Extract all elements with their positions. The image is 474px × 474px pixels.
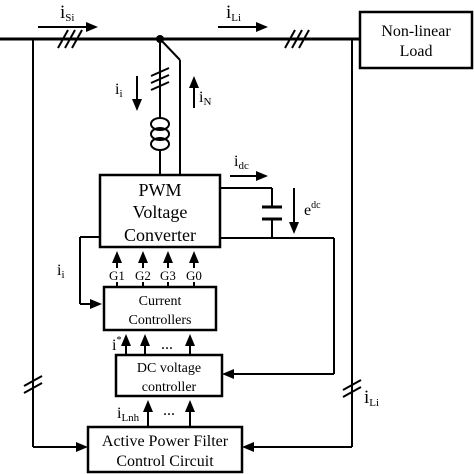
source-sense-hatch bbox=[23, 375, 43, 394]
load-line2: Load bbox=[400, 43, 433, 60]
cc-line2: Controllers bbox=[129, 313, 192, 328]
nonlinear-load-block bbox=[358, 10, 474, 70]
ili-right-label: iLi bbox=[364, 387, 379, 409]
dcvc-line1: DC voltage bbox=[137, 361, 201, 376]
gate-label-bg-1 bbox=[108, 268, 126, 282]
gate-label-g0: G0 bbox=[186, 268, 202, 283]
pwm-converter-block bbox=[98, 173, 222, 249]
apf-line2: Control Circuit bbox=[116, 453, 214, 470]
dc-voltage-controller-block bbox=[114, 353, 224, 398]
neutral-diag bbox=[159, 38, 181, 61]
ilnh-ellipsis: ... bbox=[163, 402, 175, 419]
idc-arrow bbox=[230, 171, 268, 181]
injection-hatch bbox=[150, 67, 170, 91]
load-sense-hatch bbox=[342, 379, 362, 398]
apf-line1: Active Power Filter bbox=[102, 433, 229, 450]
ilnh-label: iLnh bbox=[117, 405, 140, 424]
load-line1: Non-linear bbox=[381, 23, 451, 40]
pwm-line2: Voltage bbox=[133, 202, 188, 222]
gate-label-g3: G3 bbox=[160, 268, 176, 283]
ilnh-arrows bbox=[143, 400, 195, 427]
source-sense-arrowhead bbox=[76, 442, 88, 452]
ii-feedback-arrowhead bbox=[90, 299, 102, 309]
in-label: iN bbox=[199, 89, 211, 108]
gate-arrows bbox=[112, 251, 199, 287]
load-sense-arrowhead bbox=[242, 442, 254, 452]
ii-top-label: ii bbox=[115, 81, 123, 100]
bus-hatch-right bbox=[284, 29, 310, 49]
iref-arrows bbox=[121, 334, 195, 355]
gate-label-bg-4 bbox=[185, 268, 203, 282]
current-controllers-block bbox=[102, 285, 218, 332]
cc-line1: Current bbox=[139, 294, 182, 309]
apf-control-circuit-block bbox=[86, 425, 244, 474]
iref-label: i* bbox=[112, 335, 121, 354]
is-label: iSi bbox=[60, 2, 74, 24]
pwm-line1: PWM bbox=[138, 180, 181, 200]
is-arrow bbox=[38, 22, 98, 32]
il-label: iLi bbox=[226, 2, 241, 24]
gate-label-g2: G2 bbox=[135, 268, 151, 283]
ii-arrow bbox=[132, 76, 142, 111]
edc-label: edc bbox=[304, 200, 321, 219]
dc-capacitor bbox=[262, 205, 282, 221]
il-arrow bbox=[218, 22, 268, 32]
gate-label-bg-3 bbox=[159, 268, 177, 282]
coupling-inductor bbox=[150, 117, 170, 151]
in-arrow bbox=[189, 76, 199, 108]
dcvc-line2: controller bbox=[142, 380, 197, 395]
gate-label-g1: G1 bbox=[109, 268, 125, 283]
edc-feedback-arrowhead bbox=[222, 369, 234, 379]
iref-ellipsis: ... bbox=[161, 336, 173, 353]
ii-left-label: ii bbox=[57, 262, 65, 281]
idc-label: idc bbox=[234, 153, 249, 172]
pwm-line3: Converter bbox=[124, 225, 196, 245]
bus-hatch-left bbox=[57, 29, 83, 49]
edc-arrow bbox=[289, 188, 299, 234]
gate-label-bg-2 bbox=[134, 268, 152, 282]
